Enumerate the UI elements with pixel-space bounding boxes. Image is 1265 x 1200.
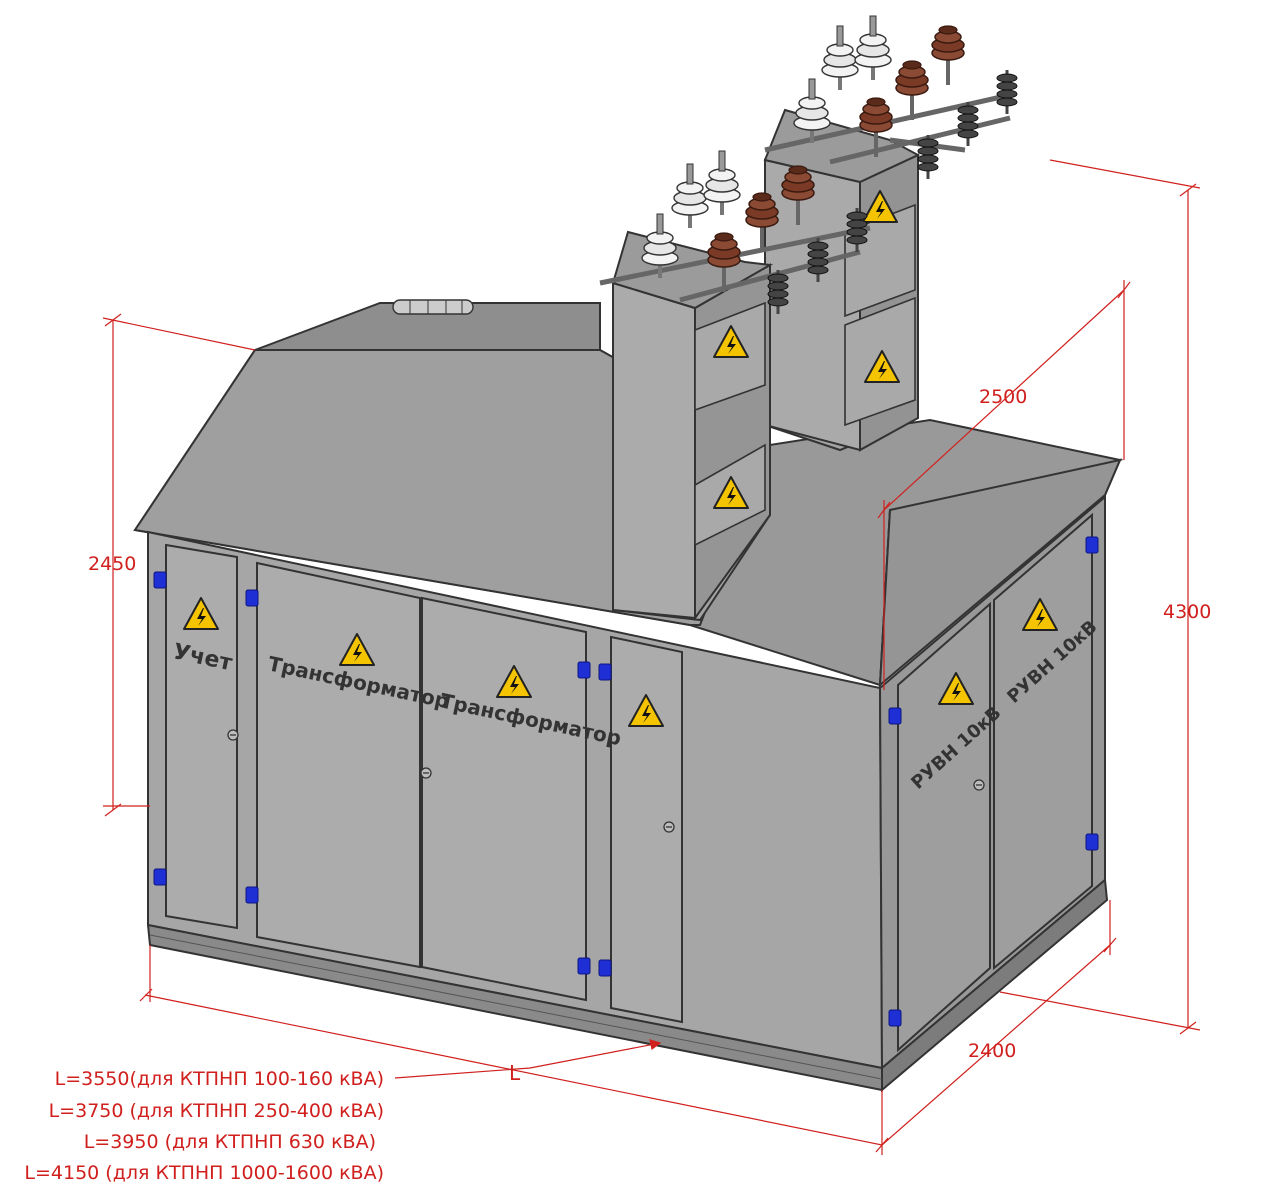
dim-height-kiosk: 2450 bbox=[88, 553, 136, 575]
length-variants: L=3550(для КТПНП 100-160 кВА) L=3750 (дл… bbox=[24, 1068, 384, 1184]
dimension-labels: 2450 4300 2500 2400 L bbox=[88, 386, 1211, 1085]
dim-depth-bottom: 2400 bbox=[968, 1040, 1016, 1062]
dim-length-symbol: L bbox=[509, 1061, 521, 1085]
front-doors bbox=[165, 512, 1093, 1053]
dim-depth-top: 2500 bbox=[979, 386, 1027, 408]
door-hv-switch-2[interactable] bbox=[993, 512, 1093, 971]
cable-entries bbox=[392, 299, 474, 315]
length-variant-2: L=3750 (для КТПНП 250-400 кВА) bbox=[49, 1100, 384, 1122]
hv-input-towers bbox=[599, 14, 1019, 622]
length-variant-3: L=3950 (для КТПНП 630 кВА) bbox=[84, 1131, 376, 1153]
door-side[interactable] bbox=[610, 635, 683, 1024]
door-metering[interactable] bbox=[165, 543, 238, 930]
door-hv-switch-1[interactable] bbox=[897, 601, 991, 1053]
dim-height-total: 4300 bbox=[1163, 601, 1211, 623]
length-variant-1: L=3550(для КТПНП 100-160 кВА) bbox=[55, 1068, 384, 1090]
length-variant-4: L=4150 (для КТПНП 1000-1600 кВА) bbox=[24, 1162, 384, 1184]
dimension-lines bbox=[102, 159, 1201, 1155]
door-transformer-right[interactable] bbox=[421, 596, 587, 1002]
door-transformer-left[interactable] bbox=[256, 561, 421, 969]
